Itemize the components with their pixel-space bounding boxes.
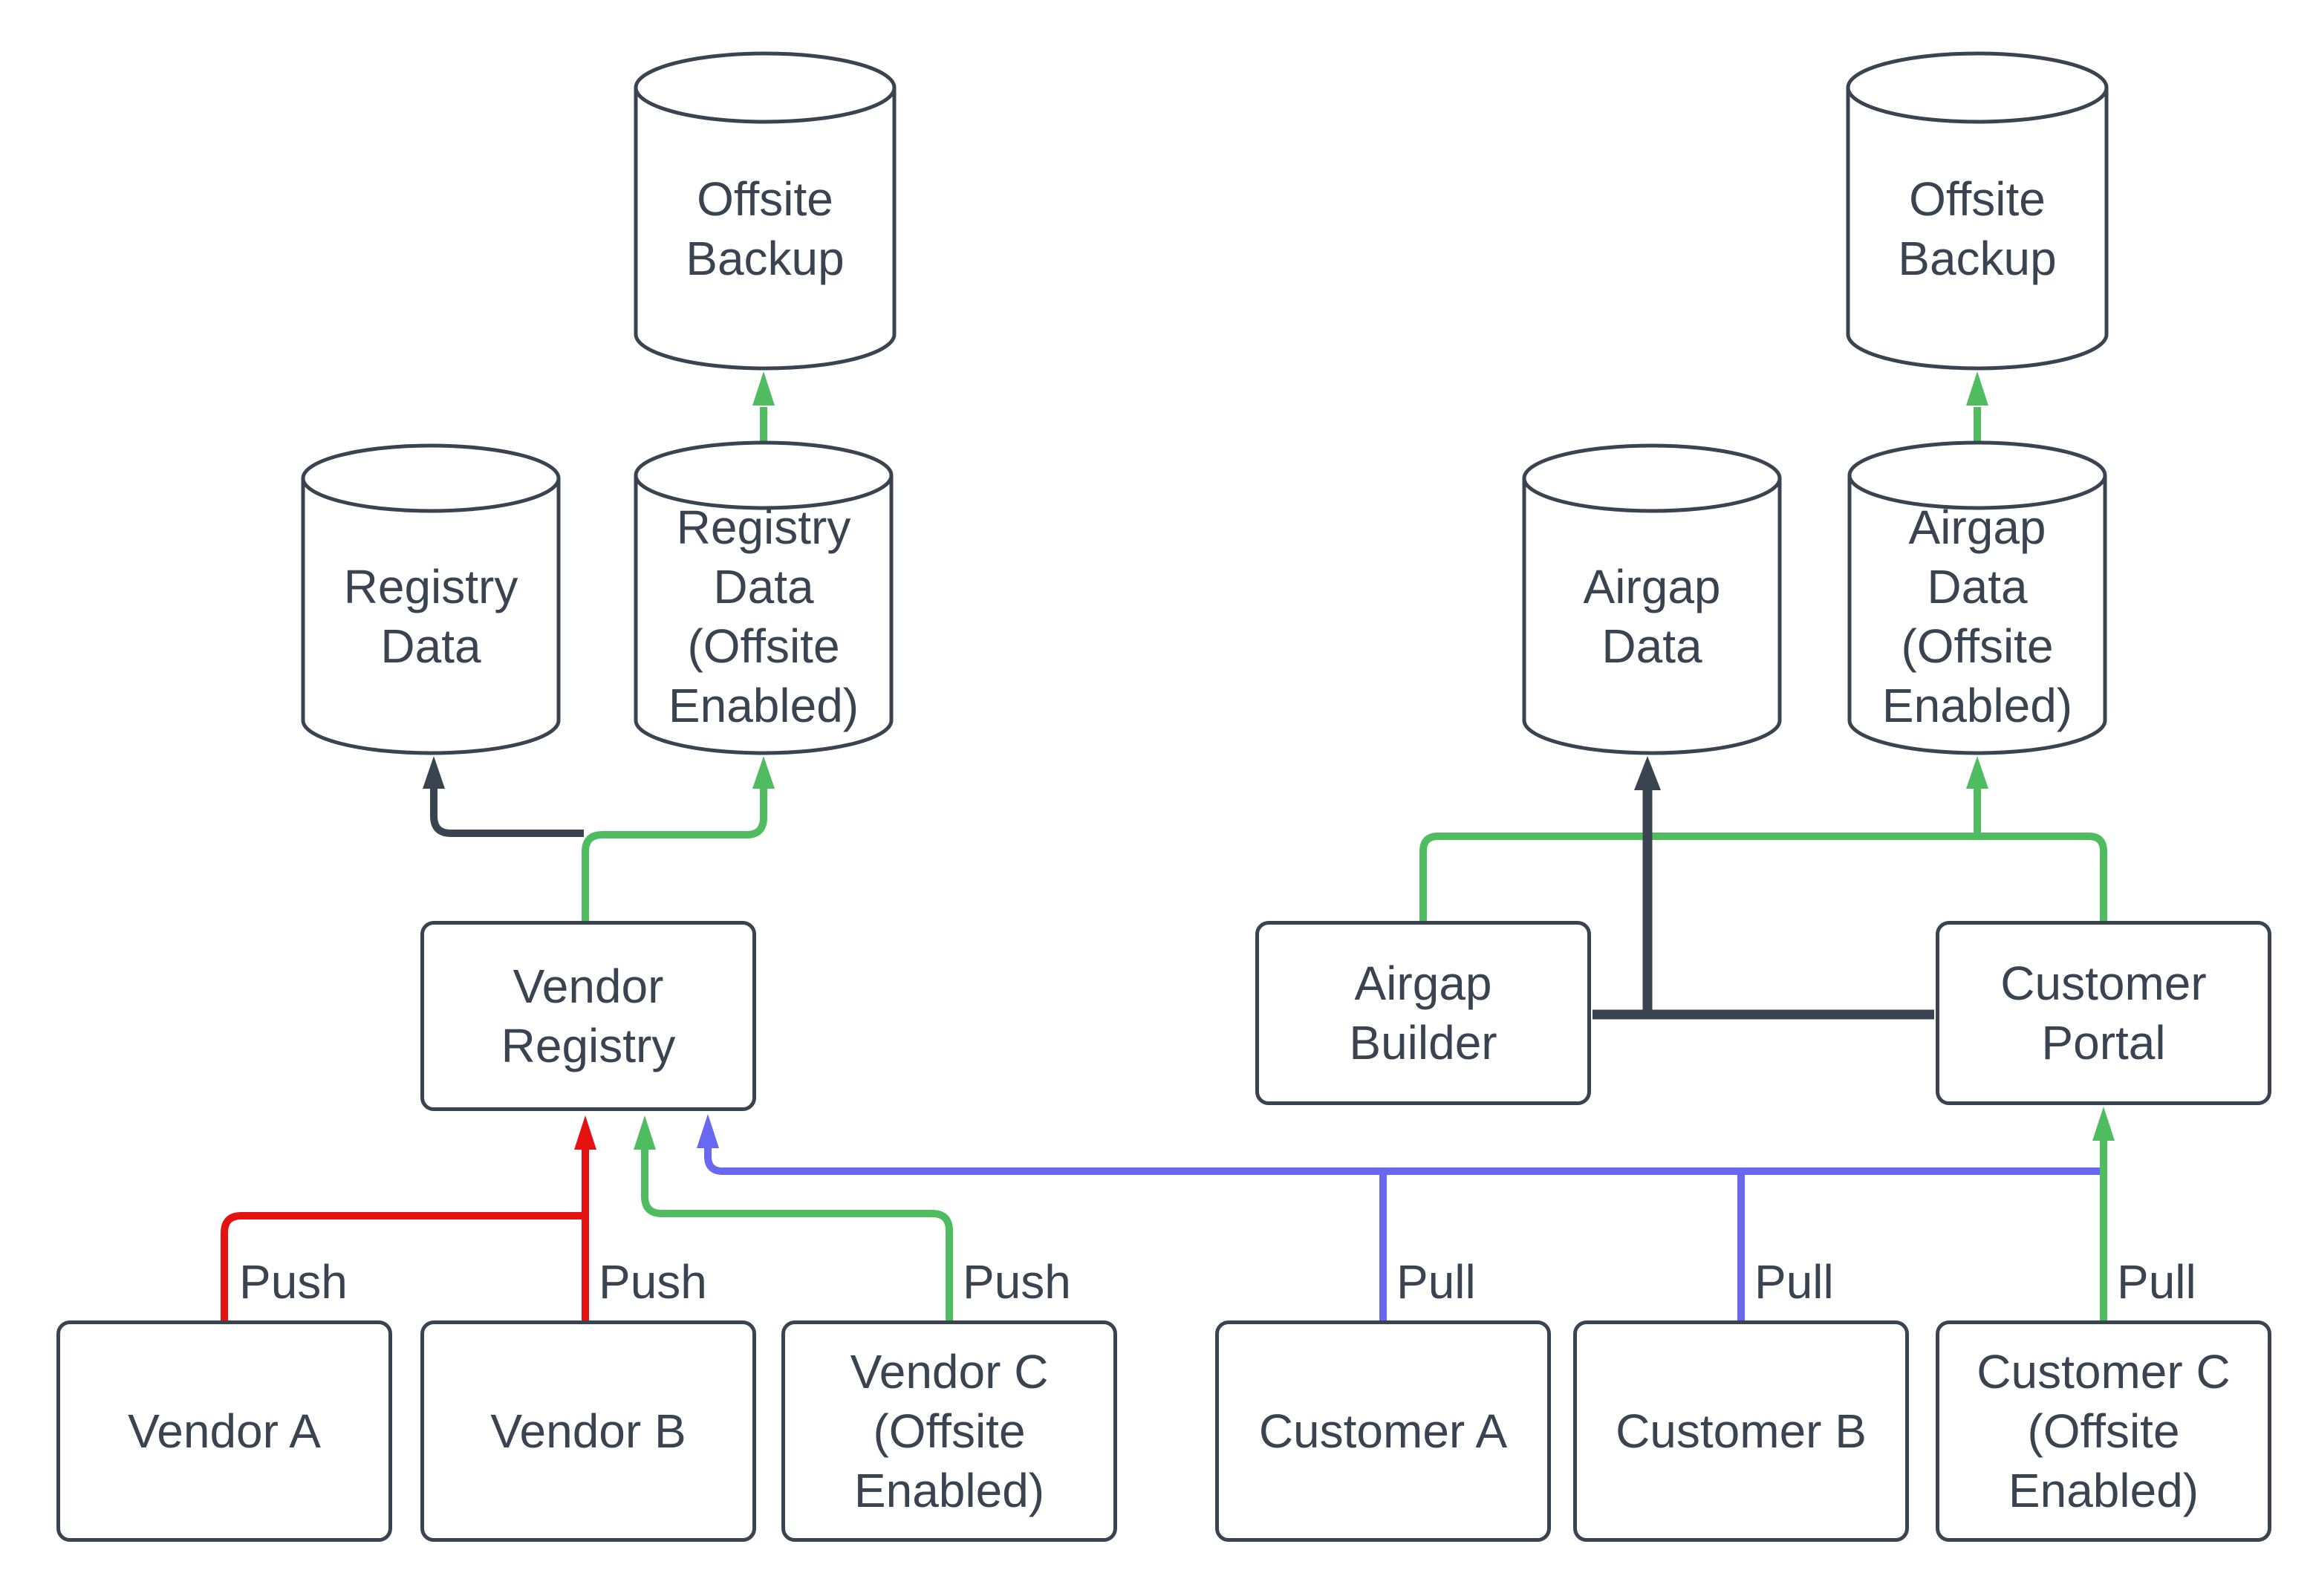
node-customer-b: Customer B (1573, 1320, 1909, 1542)
arrowhead-into-offsite-backup-left (752, 371, 775, 405)
arrowhead-into-offsite-backup-right (1966, 371, 1988, 405)
node-vendor-registry: Vendor Registry (420, 921, 756, 1111)
arrowhead-pull-into-vendor-registry (697, 1114, 719, 1148)
node-customer-a: Customer A (1215, 1320, 1551, 1542)
vendor-registry-text: Vendor Registry (501, 960, 676, 1072)
arrowhead-into-airgap-data (1634, 756, 1661, 790)
vendor-b-text: Vendor B (490, 1404, 686, 1458)
edge-label-push-vendor-a: Push (239, 1255, 348, 1309)
airgap-builder-text: Airgap Builder (1349, 957, 1497, 1069)
edge-registry-to-offsite-data (582, 789, 767, 922)
node-vendor-c: Vendor C (Offsite Enabled) (781, 1320, 1117, 1542)
customer-portal-text: Customer Portal (2000, 957, 2207, 1069)
cylinder-registry-data-offsite (634, 440, 894, 755)
arrowhead-into-airgap-data-offsite (1966, 756, 1988, 789)
arrowhead-into-registry-data-offsite (752, 756, 775, 789)
cylinder-registry-data (301, 443, 561, 755)
customer-a-text: Customer A (1258, 1404, 1508, 1458)
node-customer-portal: Customer Portal (1936, 921, 2271, 1105)
arrowhead-green-into-vendor-registry (634, 1115, 656, 1150)
edge-label-push-vendor-c: Push (963, 1255, 1071, 1309)
edge-label-pull-customer-b: Pull (1754, 1255, 1834, 1309)
customer-c-text: Customer C (Offsite Enabled) (1977, 1345, 2231, 1517)
arrowhead-red-into-vendor-registry (574, 1115, 596, 1150)
cylinder-airgap-data-offsite-lid (1847, 475, 2107, 510)
edge-vendor-c-push (641, 1150, 953, 1320)
cylinder-airgap-data-lid (1522, 478, 1782, 513)
cylinder-offsite-backup-right-lid (1846, 87, 2109, 124)
edge-label-pull-customer-c: Pull (2117, 1255, 2196, 1309)
node-vendor-b: Vendor B (420, 1320, 756, 1542)
edge-builder-portal-offsite-link (1419, 833, 2107, 922)
edge-customers-pull-line (704, 1148, 2100, 1175)
vendor-c-text: Vendor C (Offsite Enabled) (850, 1345, 1049, 1517)
node-airgap-builder: Airgap Builder (1255, 921, 1591, 1105)
cylinder-offsite-backup-left-lid (634, 87, 897, 124)
cylinder-offsite-backup-right (1846, 51, 2109, 371)
arrowhead-into-customer-portal (2092, 1107, 2115, 1141)
edge-vendor-a-push (221, 1212, 583, 1320)
arrowhead-into-registry-data (423, 756, 445, 789)
edge-label-pull-customer-a: Pull (1396, 1255, 1476, 1309)
customer-b-text: Customer B (1616, 1404, 1867, 1458)
node-vendor-a: Vendor A (56, 1320, 392, 1542)
edge-registry-to-registry-data (430, 789, 584, 837)
cylinder-airgap-data (1522, 443, 1782, 755)
vendor-a-text: Vendor A (128, 1404, 321, 1458)
node-customer-c: Customer C (Offsite Enabled) (1936, 1320, 2271, 1542)
cylinder-registry-data-lid (301, 478, 561, 513)
cylinder-offsite-backup-left (634, 51, 897, 371)
cylinder-airgap-data-offsite (1847, 440, 2107, 755)
edge-label-push-vendor-b: Push (599, 1255, 707, 1309)
cylinder-registry-data-offsite-lid (634, 475, 894, 510)
